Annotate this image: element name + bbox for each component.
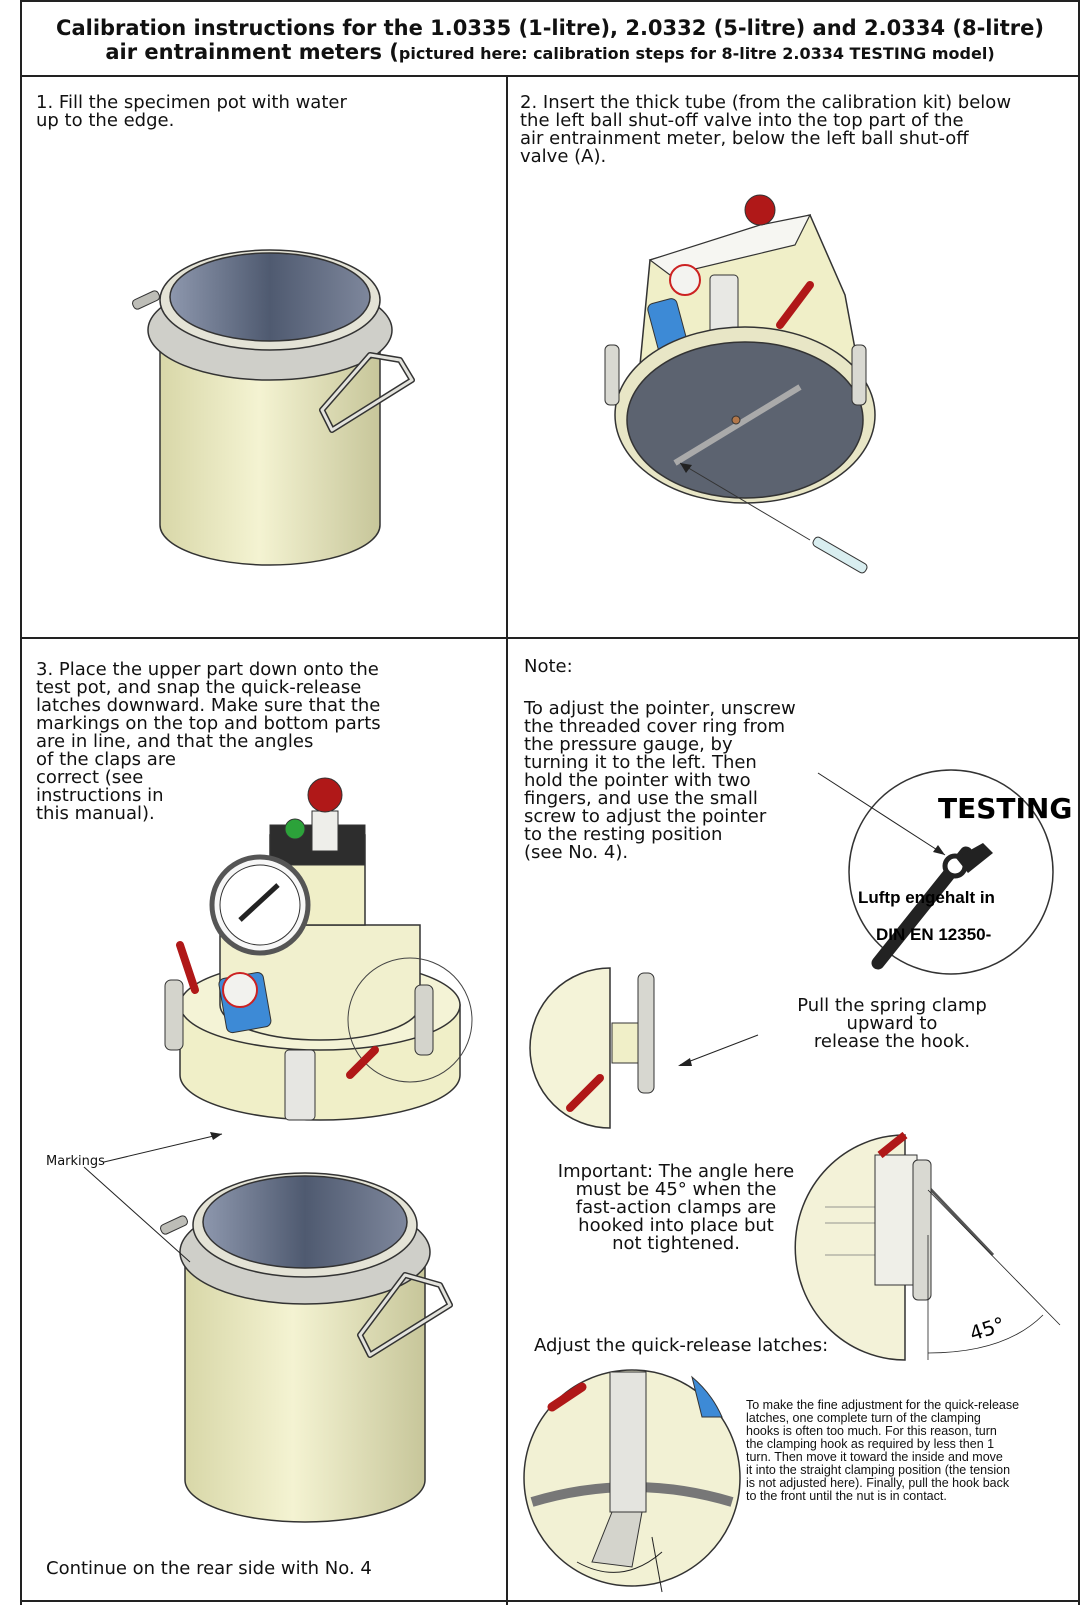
important-text: Important: The angle here must be 45° wh…	[546, 1163, 806, 1253]
adjust-heading: Adjust the quick-release latches:	[534, 1337, 828, 1355]
adjust-text: To make the fine adjustment for the quic…	[746, 1399, 1076, 1503]
clamp-angle-detail-illustration: 45°	[825, 1135, 1070, 1360]
angle-label: 45°	[967, 1312, 1008, 1346]
latch-adjust-detail-illustration	[522, 1362, 742, 1594]
spring-clamp-text: Pull the spring clamp upward to release …	[772, 997, 1012, 1051]
